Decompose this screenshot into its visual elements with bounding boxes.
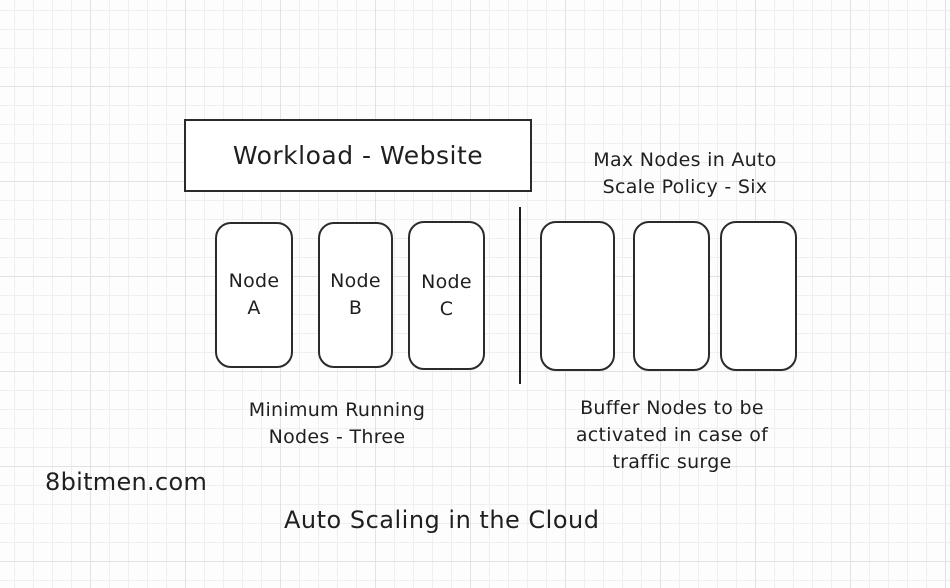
buffer-nodes-caption-line-3: traffic surge <box>612 451 732 473</box>
running-node-c: Node C <box>408 221 485 370</box>
node-b-letter: B <box>348 297 363 319</box>
watermark: 8bitmen.com <box>45 468 208 496</box>
max-policy-caption: Max Nodes in Auto Scale Policy - Six <box>555 147 815 201</box>
node-c-label: Node <box>421 270 472 293</box>
buffer-nodes-caption: Buffer Nodes to be activated in case of … <box>562 395 782 476</box>
running-node-b: Node B <box>318 222 393 368</box>
buffer-node-2 <box>633 221 710 371</box>
running-node-a: Node A <box>215 222 293 368</box>
diagram-title: Auto Scaling in the Cloud <box>284 506 600 534</box>
min-nodes-caption-line-2: Nodes - Three <box>268 426 406 448</box>
min-nodes-caption-line-1: Minimum Running <box>248 399 426 421</box>
workload-label: Workload - Website <box>232 141 484 170</box>
node-a-letter: A <box>247 297 261 319</box>
buffer-nodes-caption-line-2: activated in case of <box>575 424 769 446</box>
divider-line <box>519 207 521 384</box>
buffer-node-3 <box>720 221 797 371</box>
workload-box: Workload - Website <box>184 119 532 192</box>
node-a-label: Node <box>228 270 280 292</box>
max-policy-caption-line-1: Max Nodes in Auto <box>593 149 777 171</box>
buffer-nodes-caption-line-1: Buffer Nodes to be <box>580 397 764 419</box>
min-nodes-caption: Minimum Running Nodes - Three <box>227 397 447 451</box>
max-policy-caption-line-2: Scale Policy - Six <box>602 176 768 198</box>
node-b-label: Node <box>330 270 381 292</box>
buffer-node-1 <box>540 221 615 371</box>
node-c-letter: C <box>439 297 454 320</box>
